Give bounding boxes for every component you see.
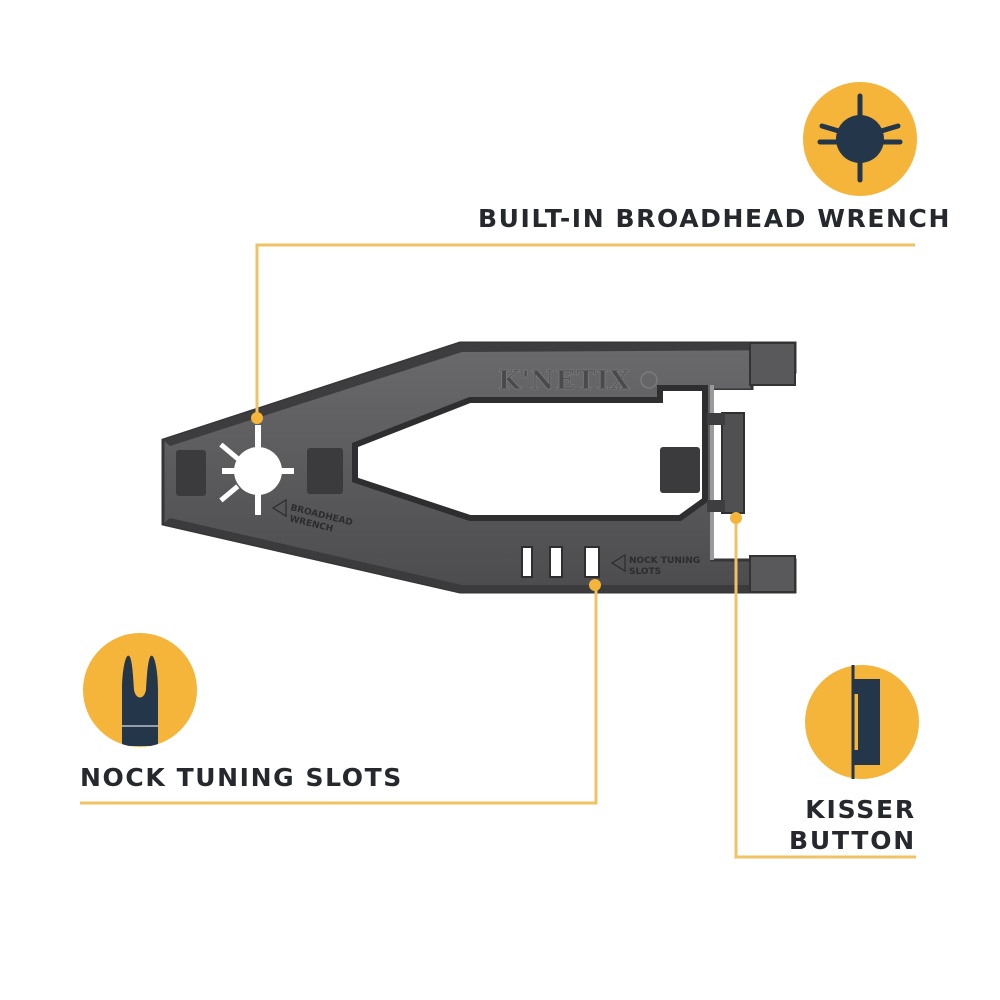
kisser-button-part <box>721 412 745 514</box>
brand-emboss: K'NETIX <box>498 366 631 396</box>
broadhead-wrench-icon <box>803 82 917 196</box>
archery-multi-tool: K'NETIX BROADHEAD WRENCH NOCK TUNING SLO… <box>161 341 802 594</box>
kisser-label-line2: BUTTON <box>788 826 916 855</box>
arrow-clip-middle <box>307 448 343 494</box>
dot-nock <box>589 579 601 591</box>
arrow-clip-right <box>660 447 700 493</box>
kisser-button-label: KISSER BUTTON <box>789 794 916 856</box>
leader-broadhead <box>255 243 915 418</box>
emboss-nock-line2: SLOTS <box>629 567 661 577</box>
leader-nock <box>80 585 598 805</box>
nock-icon <box>83 633 197 747</box>
dot-kisser <box>730 512 742 524</box>
leader-kisser <box>734 518 916 859</box>
dot-broadhead <box>251 412 263 424</box>
kisser-button-icon <box>805 665 919 779</box>
nock-tuning-slots-label: NOCK TUNING SLOTS <box>80 763 403 792</box>
broadhead-wrench-cutout <box>219 425 294 515</box>
kisser-label-line1: KISSER <box>805 795 916 824</box>
tool-hollow <box>352 385 708 521</box>
broadhead-wrench-label: BUILT-IN BROADHEAD WRENCH <box>478 204 952 233</box>
leader-lines <box>80 243 916 859</box>
arrow-clip-left <box>176 450 206 496</box>
leader-dots <box>251 412 742 591</box>
nock-slots <box>521 546 600 578</box>
emboss-nock-line1: NOCK TUNING <box>629 556 700 566</box>
